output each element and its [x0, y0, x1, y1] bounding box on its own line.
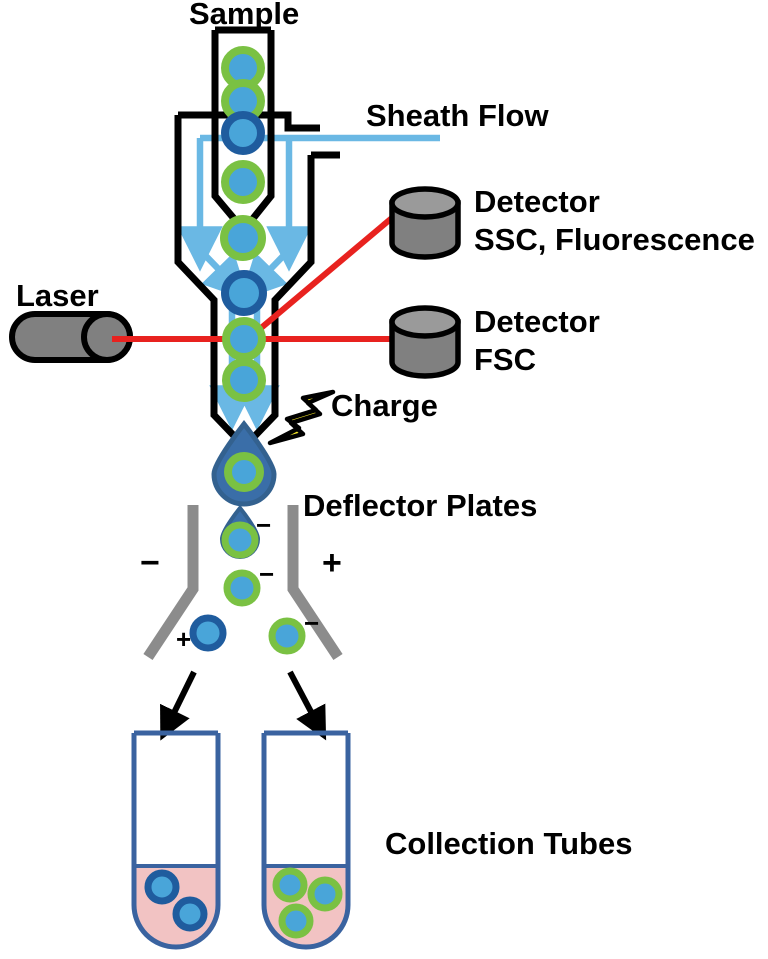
detector-fsc-top [389, 305, 461, 339]
charge-bolt-icon [267, 389, 336, 446]
cell-blue [221, 270, 267, 316]
collected-cell [144, 869, 180, 905]
collection-tube-left[interactable] [131, 730, 221, 950]
cell-blue [221, 111, 265, 155]
chamber-left-wall [174, 115, 241, 443]
detector-ssc[interactable] [389, 186, 461, 260]
sign-plate-left: − [140, 544, 160, 582]
collected-cell [272, 867, 308, 903]
sign-droplet-1: − [256, 510, 271, 540]
collection-tube-right[interactable] [261, 730, 351, 950]
collected-cell [172, 896, 208, 932]
collected-cell [307, 876, 343, 912]
cell-green [222, 358, 266, 402]
deflector-plate-right [287, 505, 343, 661]
charged-droplet [211, 419, 277, 507]
sorted-cell-negative [268, 617, 306, 655]
label-detector-ssc-line1: Detector [474, 184, 600, 219]
sign-plate-right: + [322, 544, 342, 582]
cell-green [220, 215, 266, 261]
cell-green [221, 160, 265, 204]
chamber-right-wall [248, 155, 315, 443]
droplet-1-cell [221, 521, 259, 559]
detector-ssc-top [389, 186, 461, 220]
charge-bolt-shape [267, 389, 336, 446]
label-sample: Sample [189, 0, 299, 31]
label-sheath-flow: Sheath Flow [366, 98, 549, 133]
arrow-to-left-tube [160, 670, 197, 741]
label-laser: Laser [16, 278, 99, 313]
label-detector-fsc-line2: FSC [474, 342, 536, 377]
label-deflector-plates: Deflector Plates [303, 488, 537, 523]
deflector-plate-left [143, 505, 199, 661]
collected-cell [278, 903, 314, 939]
arrow-to-right-tube [287, 670, 327, 741]
sample-capillary [211, 26, 275, 224]
tube-left-outline [131, 733, 221, 950]
label-detector-ssc-line2: SSC, Fluorescence [474, 222, 755, 257]
cell-free-1 [223, 569, 261, 607]
beam-side-scatter [246, 214, 395, 342]
deflector-plates [143, 505, 343, 661]
label-collection-tubes: Collection Tubes [385, 826, 632, 861]
sign-cell-left: + [176, 624, 191, 654]
capillary-left-wall [211, 30, 239, 224]
tube-right-outline [261, 733, 351, 950]
sign-cell-right: − [304, 608, 319, 638]
sign-droplet-2: − [259, 559, 274, 589]
detector-fsc[interactable] [389, 305, 461, 379]
label-detector-fsc-line1: Detector [474, 304, 600, 339]
sorted-cell-positive [189, 614, 227, 652]
cell-green [222, 317, 266, 361]
sheath-converge-right [239, 249, 290, 301]
droplet-cell [224, 452, 264, 492]
droplet-small-1 [219, 504, 261, 559]
sort-arrows [160, 670, 327, 741]
label-charge: Charge [331, 388, 438, 423]
cell-stream [220, 46, 267, 402]
capillary-right-wall [248, 30, 275, 224]
